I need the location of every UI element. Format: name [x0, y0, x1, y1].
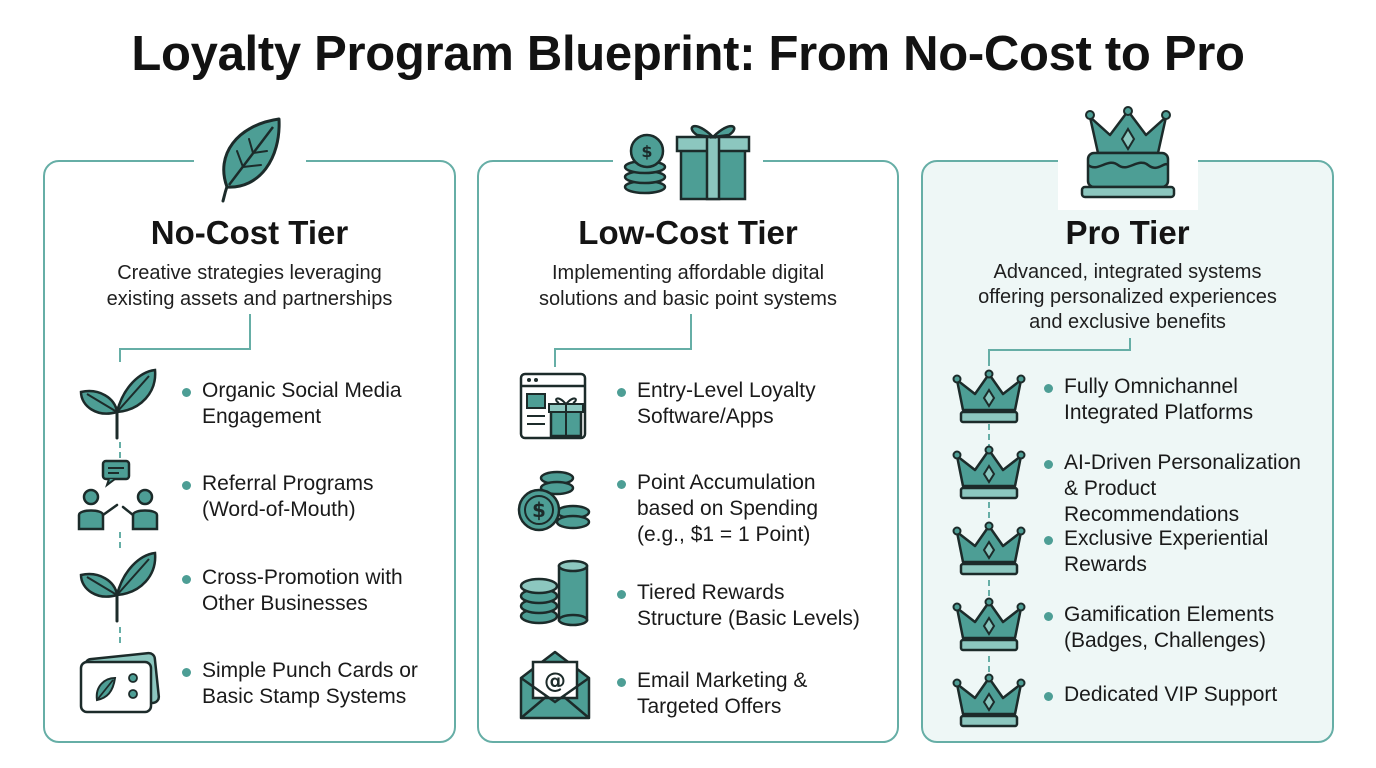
email-icon: @: [517, 648, 605, 728]
punch-card-icon: [77, 648, 165, 728]
crown-cake-icon: [1057, 104, 1198, 210]
connector-line: [119, 314, 251, 645]
page-title: Loyalty Program Blueprint: From No-Cost …: [131, 27, 1245, 81]
tier-title: No-Cost Tier: [150, 214, 349, 251]
list-item: Fully Omnichannel Integrated Platforms: [923, 369, 1332, 440]
item-label: Fully Omnichannel Integrated Platforms: [1064, 375, 1254, 424]
list-item: @ Email Marketing & Targeted Offers: [479, 650, 897, 732]
svg-text:$: $: [532, 498, 546, 522]
item-label: Cross-Promotion with Other Businesses: [202, 566, 403, 615]
item-label: Tiered Rewards Structure (Basic Levels): [637, 581, 860, 630]
list-item: Exclusive Experiential Rewards: [923, 521, 1332, 592]
leaf-icon: [193, 110, 306, 210]
coin-stacks-icon: [517, 559, 605, 640]
bullet-dot: [617, 678, 626, 687]
tier-panel-low-cost: $ Low-Cost Tier Implementing affordable …: [477, 110, 899, 743]
list-item: Cross-Promotion with Other Businesses: [45, 551, 454, 629]
bullet-dot: [617, 590, 626, 599]
browser-gift-icon: [517, 372, 605, 452]
item-label: Gamification Elements (Badges, Challenge…: [1064, 603, 1275, 652]
list-item: Organic Social Media Engagement: [45, 368, 454, 442]
svg-text:@: @: [544, 669, 566, 694]
bullet-dot: [1044, 384, 1053, 393]
list-item: Referral Programs (Word-of-Mouth): [45, 459, 454, 535]
bullet-dot: [182, 668, 191, 677]
bullet-dot: [182, 575, 191, 584]
item-label: Simple Punch Cards or Basic Stamp System…: [202, 659, 418, 708]
bullet-dot: [182, 388, 191, 397]
item-label: Dedicated VIP Support: [1064, 683, 1278, 706]
crown-icon: [952, 521, 1041, 602]
item-label: Entry-Level Loyalty Software/Apps: [637, 379, 816, 428]
list-item: Gamification Elements (Badges, Challenge…: [923, 597, 1332, 668]
tier-panel-pro: Pro Tier Advanced, integrated systems of…: [921, 104, 1334, 744]
crown-icon: [952, 597, 1041, 678]
list-item: AI-Driven Personalization & Product Reco…: [923, 445, 1332, 526]
bullet-dot: [1044, 460, 1053, 469]
bullet-dot: [1044, 536, 1053, 545]
bullet-dot: [617, 388, 626, 397]
tier-panel-no-cost: No-Cost Tier Creative strategies leverag…: [43, 110, 456, 743]
leaves-icon: [77, 551, 165, 631]
list-item: Simple Punch Cards or Basic Stamp System…: [45, 651, 454, 722]
coins-icon: $: [517, 466, 605, 546]
list-item: Tiered Rewards Structure (Basic Levels): [479, 559, 897, 644]
tier-title: Low-Cost Tier: [578, 214, 798, 251]
tier-description: Creative strategies leveraging existing …: [106, 262, 393, 310]
bullet-dot: [182, 481, 191, 490]
item-label: Point Accumulation based on Spending (e.…: [637, 471, 818, 546]
item-label: Organic Social Media Engagement: [202, 379, 402, 428]
bullet-dot: [1044, 612, 1053, 621]
list-item: $ Point Accumulation based on Spending (…: [479, 464, 897, 546]
item-label: AI-Driven Personalization & Product Reco…: [1064, 451, 1301, 526]
bullet-dot: [617, 480, 626, 489]
coins-gift-icon: $: [613, 110, 763, 210]
tier-title: Pro Tier: [1065, 214, 1190, 251]
list-item: Dedicated VIP Support: [923, 673, 1332, 744]
list-item: Entry-Level Loyalty Software/Apps: [479, 372, 897, 442]
item-label: Referral Programs (Word-of-Mouth): [202, 472, 374, 521]
connector-line: [554, 314, 692, 367]
bullet-dot: [1044, 692, 1053, 701]
leaves-icon: [77, 368, 165, 448]
crown-icon: [952, 673, 1041, 754]
tier-description: Implementing affordable digital solution…: [539, 262, 837, 310]
crown-icon: [952, 369, 1041, 450]
item-label: Exclusive Experiential Rewards: [1064, 527, 1269, 576]
item-label: Email Marketing & Targeted Offers: [637, 669, 808, 718]
people-chat-icon: [77, 459, 165, 539]
crown-icon: [952, 445, 1041, 526]
tier-description: Advanced, integrated systems offering pe…: [978, 261, 1277, 333]
svg-text:$: $: [641, 142, 652, 161]
